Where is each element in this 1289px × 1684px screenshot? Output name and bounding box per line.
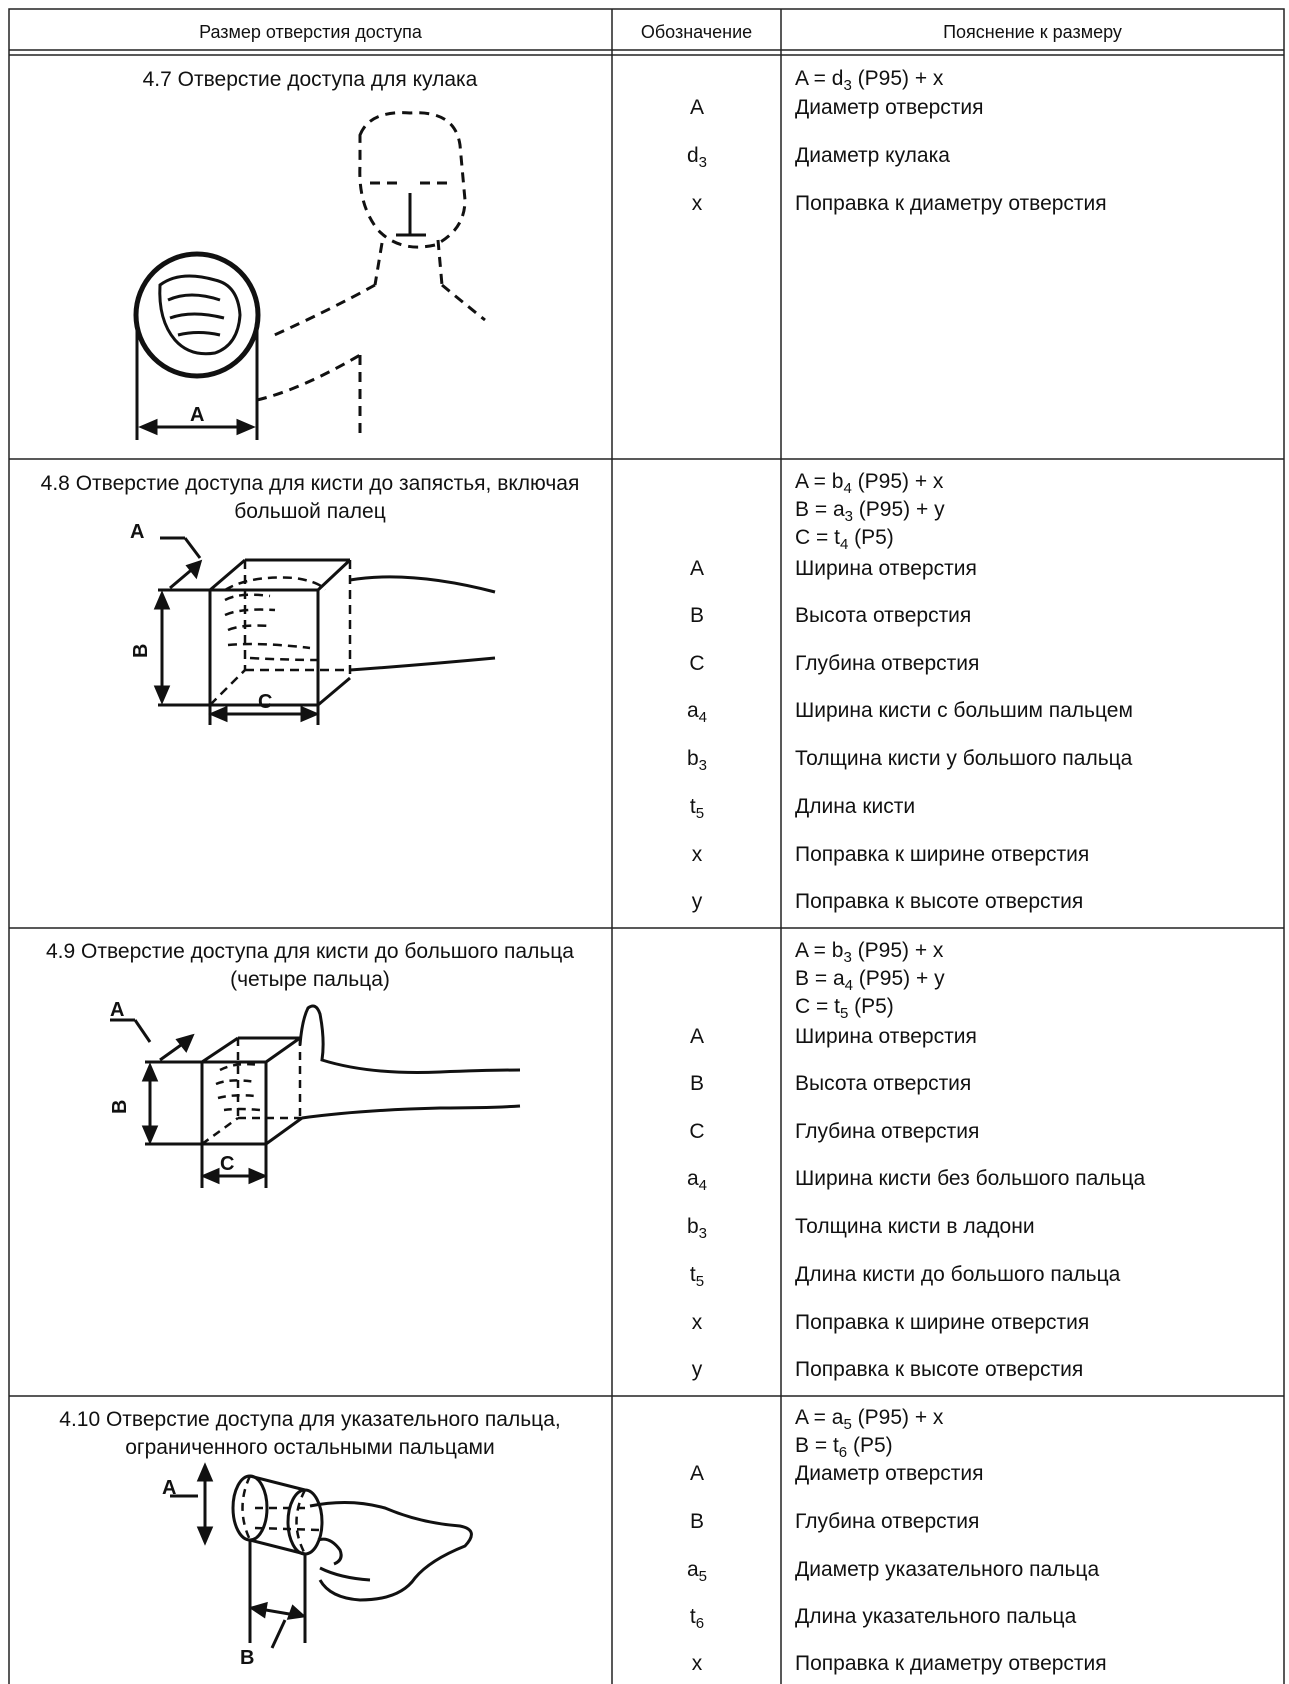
explanation: Поправка к диаметру отверстия (795, 1652, 1107, 1675)
explanation: Поправка к диаметру отверстия (795, 192, 1107, 215)
explanation: Ширина отверстия (795, 557, 977, 580)
header-col-size: Размер отверстия доступа (199, 22, 422, 42)
symbol: A (689, 96, 704, 119)
explanation: Поправка к ширине отверстия (795, 1311, 1090, 1334)
symbol: a5 (686, 1558, 708, 1585)
dimension-label-c: C (258, 691, 272, 713)
explanation: Поправка к высоте отверстия (795, 1358, 1084, 1381)
symbol: x (691, 1311, 703, 1334)
formula-line: A = d3 (P95) + x (795, 67, 944, 94)
explanation: Ширина кисти без большого пальца (795, 1167, 1146, 1190)
symbol: B (689, 604, 704, 627)
symbol: B (689, 1510, 704, 1533)
symbol: t5 (689, 1263, 705, 1290)
symbol: C (689, 652, 705, 675)
formula-line: A = b4 (P95) + x (795, 470, 944, 497)
dimension-label-a: A (190, 404, 204, 426)
fist-opening-figure: A (133, 111, 486, 440)
dimension-label-c: C (220, 1153, 234, 1175)
explanation: Поправка к высоте отверстия (795, 890, 1084, 913)
explanation: Высота отверстия (795, 1072, 972, 1095)
hand-with-thumb-opening-figure: A B C (130, 521, 496, 725)
dimension-label-b: B (109, 1100, 131, 1114)
index-finger-opening-figure: A B (162, 1462, 473, 1669)
hand-four-fingers-opening-figure: A B C (109, 999, 521, 1188)
header-col-symbol: Обозначение (640, 22, 753, 42)
explanation: Длина кисти до большого пальца (795, 1263, 1121, 1286)
formula-line: C = t5 (P5) (795, 995, 894, 1022)
symbol: A (689, 1025, 704, 1048)
explanation: Ширина кисти с большим пальцем (795, 699, 1133, 722)
formula-line: B = t6 (P5) (795, 1434, 893, 1461)
symbol: A (689, 1462, 704, 1485)
explanation: Толщина кисти у большого пальца (795, 747, 1133, 770)
row-title-4-7: 4.7 Отверстие доступа для кулака (142, 68, 478, 91)
dimension-label-b: B (240, 1647, 254, 1669)
symbol: b3 (686, 1215, 708, 1242)
explanation: Диаметр кулака (795, 144, 950, 167)
formula-line: C = t4 (P5) (795, 526, 894, 553)
explanation: Длина указательного пальца (795, 1605, 1077, 1628)
explanation: Глубина отверстия (795, 1510, 980, 1533)
explanation: Диаметр отверстия (795, 96, 984, 119)
formula-line: B = a3 (P95) + y (795, 498, 945, 525)
formula-line: A = b3 (P95) + x (795, 939, 944, 966)
explanation: Толщина кисти в ладони (795, 1215, 1035, 1238)
header-col-explanation: Пояснение к размеру (943, 22, 1122, 42)
dimension-label-a: A (162, 1477, 176, 1499)
symbol: A (689, 557, 704, 580)
row-title-4-10: 4.10 Отверстие доступа для указательного… (59, 1408, 561, 1459)
symbol: x (691, 1652, 703, 1675)
formula-line: A = a5 (P95) + x (795, 1406, 944, 1433)
dimension-label-a: A (110, 999, 124, 1021)
symbol: a4 (686, 699, 708, 726)
dimension-label-b: B (130, 644, 152, 658)
formula-line: B = a4 (P95) + y (795, 967, 945, 994)
explanation: Диаметр отверстия (795, 1462, 984, 1485)
symbol: y (691, 1358, 703, 1381)
symbol: t6 (689, 1605, 705, 1632)
explanation: Глубина отверстия (795, 652, 980, 675)
row-title-4-8: 4.8 Отверстие доступа для кисти до запяс… (40, 472, 580, 523)
symbol: d3 (686, 144, 708, 171)
symbol: y (691, 890, 703, 913)
explanation: Ширина отверстия (795, 1025, 977, 1048)
symbol: b3 (686, 747, 708, 774)
row-title-4-9: 4.9 Отверстие доступа для кисти до больш… (45, 940, 574, 991)
symbol: x (691, 192, 703, 215)
symbol: B (689, 1072, 704, 1095)
symbol: x (691, 843, 703, 866)
symbol: a4 (686, 1167, 708, 1194)
symbol: t5 (689, 795, 705, 822)
explanation: Длина кисти (795, 795, 916, 818)
dimension-label-a: A (130, 521, 144, 543)
explanation: Высота отверстия (795, 604, 972, 627)
explanation: Глубина отверстия (795, 1120, 980, 1143)
explanation: Поправка к ширине отверстия (795, 843, 1090, 866)
symbol: C (689, 1120, 705, 1143)
explanation: Диаметр указательного пальца (795, 1558, 1100, 1581)
